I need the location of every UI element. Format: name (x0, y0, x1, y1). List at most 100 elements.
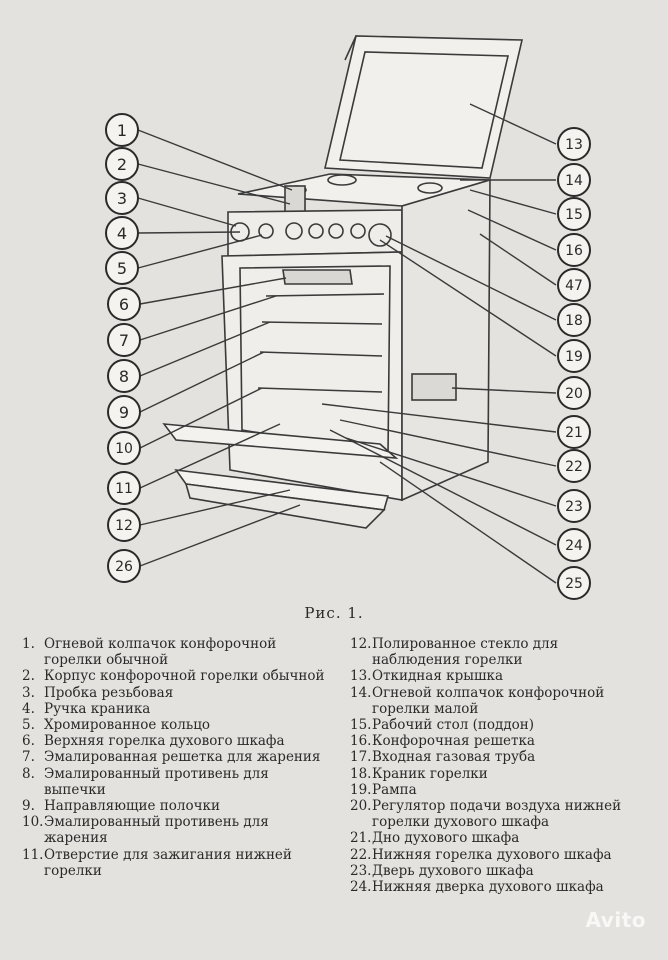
svg-text:20: 20 (565, 386, 583, 402)
stove-diagram: 1 2 3 4 5 6 7 8 9 10 11 12 26 13 14 15 1… (105, 35, 591, 600)
legend-item: 8.Эмалированный противень для выпечки (22, 766, 332, 798)
callout-16: 16 (557, 233, 591, 267)
callouts: 1 2 3 4 5 6 7 8 9 10 11 12 26 13 14 15 1… (105, 113, 591, 600)
callout-8: 8 (107, 359, 141, 393)
callout-12: 12 (107, 508, 141, 542)
legend-item: 10.Эмалированный противень для жарения (22, 814, 332, 846)
legend-item-number: 2. (22, 668, 35, 685)
svg-text:8: 8 (119, 367, 129, 386)
legend-item-number: 13. (350, 668, 372, 685)
legend-item-number: 18. (350, 765, 372, 782)
callout-14: 14 (557, 163, 591, 197)
callout-25: 25 (557, 566, 591, 600)
callout-6: 6 (107, 287, 141, 321)
legend-item-text: Полированное стекло для наблюдения горел… (372, 636, 559, 669)
callout-2: 2 (105, 147, 139, 181)
legend-item-text: Откидная крышка (372, 668, 503, 685)
svg-text:7: 7 (119, 331, 129, 350)
legend-item-number: 24. (350, 879, 372, 896)
legend-item-text: Нижняя горелка духового шкафа (372, 846, 612, 863)
legend-item-number: 1. (22, 636, 35, 652)
svg-text:23: 23 (565, 499, 583, 515)
legend-item-number: 19. (350, 781, 372, 798)
legend-item: 20.Регулятор подачи воздуха нижней горел… (350, 798, 650, 830)
svg-text:22: 22 (565, 459, 583, 475)
legend-item: 4.Ручка краника (22, 701, 332, 717)
avito-watermark: Avito (585, 908, 646, 932)
callout-1: 1 (105, 113, 139, 147)
legend-item-text: Направляющие полочки (44, 798, 220, 815)
oven-door-drawing (162, 423, 399, 529)
callout-15: 15 (557, 197, 591, 231)
legend-item-text: Огневой колпачок конфорочной горелки мал… (372, 684, 605, 717)
legend-item-text: Хромированное кольцо (44, 717, 211, 734)
callout-10: 10 (107, 431, 141, 465)
svg-text:3: 3 (117, 189, 127, 208)
callout-24: 24 (557, 528, 591, 562)
legend-item-number: 9. (22, 798, 35, 815)
legend-item: 21.Дно духового шкафа (350, 830, 650, 846)
callout-9: 9 (107, 395, 141, 429)
svg-text:24: 24 (565, 538, 583, 554)
legend-item: 2. Корпус конфорочной горелки обычной (22, 668, 332, 684)
legend-item: 17.Входная газовая труба (350, 749, 650, 765)
control-panel-drawing (227, 209, 403, 257)
leader-lines (137, 103, 557, 584)
legend-item: 5. Хромированное кольцо (22, 717, 332, 733)
callout-21: 21 (557, 415, 591, 449)
legend-item-text: Верхняя горелка духового шкафа (44, 733, 285, 750)
legend-item-number: 11. (22, 846, 44, 863)
legend-item-text: Регулятор подачи воздуха нижней горелки … (372, 798, 622, 831)
legend-item-text: Корпус конфорочной горелки обычной (44, 668, 325, 685)
legend-item-text: Рампа (372, 781, 417, 798)
callout-3: 3 (105, 181, 139, 215)
lid-drawing (324, 35, 524, 179)
svg-text:14: 14 (565, 173, 583, 189)
legend-item-number: 22. (350, 846, 372, 863)
callout-20: 20 (557, 376, 591, 410)
legend-item-text: Конфорочная решетка (372, 733, 535, 750)
legend-item: 7.Эмалированная решетка для жарения (22, 749, 332, 765)
legend-item-number: 10. (22, 814, 44, 831)
legend-item-text: Входная газовая труба (372, 749, 536, 766)
svg-text:2: 2 (117, 155, 127, 174)
legend-item-text: Отверстие для зажигания нижней горелки (44, 846, 292, 879)
legend-item-text: Ручка краника (44, 700, 151, 717)
legend-item-number: 20. (350, 798, 372, 815)
legend-item-text: Огневой колпачок конфорочной горелки обы… (44, 636, 277, 669)
svg-text:4: 4 (117, 224, 127, 243)
callout-19: 19 (557, 339, 591, 373)
legend-item-number: 14. (350, 684, 372, 701)
legend-item: 14.Огневой колпачок конфорочной горелки … (350, 685, 650, 717)
callout-7: 7 (107, 323, 141, 357)
legend-item: 22.Нижняя горелка духового шкафа (350, 847, 650, 863)
legend-item-number: 23. (350, 862, 372, 879)
legend-item-number: 21. (350, 830, 372, 847)
legend-item-number: 8. (22, 765, 35, 782)
legend-item-text: Краник горелки (372, 765, 488, 782)
svg-text:16: 16 (565, 243, 583, 259)
legend-item-number: 5. (22, 717, 35, 734)
svg-text:15: 15 (565, 207, 583, 223)
legend-item-text: Дно духового шкафа (372, 830, 520, 847)
legend-item-number: 6. (22, 733, 35, 750)
legend-right-column: 12.Полированное стекло для наблюдения го… (350, 636, 650, 895)
legend-item: 12.Полированное стекло для наблюдения го… (350, 636, 650, 668)
legend-item-number: 16. (350, 733, 372, 750)
legend-item: 23.Дверь духового шкафа (350, 863, 650, 879)
svg-text:25: 25 (565, 576, 583, 592)
callout-26: 26 (107, 549, 141, 583)
legend-item-text: Эмалированный противень для жарения (44, 814, 269, 847)
legend-item: 15.Рабочий стол (поддон) (350, 717, 650, 733)
svg-text:19: 19 (565, 349, 583, 365)
legend-item-number: 17. (350, 749, 372, 766)
callout-11: 11 (107, 471, 141, 505)
svg-text:5: 5 (117, 259, 127, 278)
legend-left-column: 1. Огневой колпачок конфорочной горелки о… (22, 636, 332, 879)
callout-23: 23 (557, 489, 591, 523)
legend-item: 19.Рампа (350, 782, 650, 798)
legend-item: 3.Пробка резьбовая (22, 685, 332, 701)
callout-5: 5 (105, 251, 139, 285)
svg-text:21: 21 (565, 425, 583, 441)
legend-item: 13.Откидная крышка (350, 668, 650, 684)
